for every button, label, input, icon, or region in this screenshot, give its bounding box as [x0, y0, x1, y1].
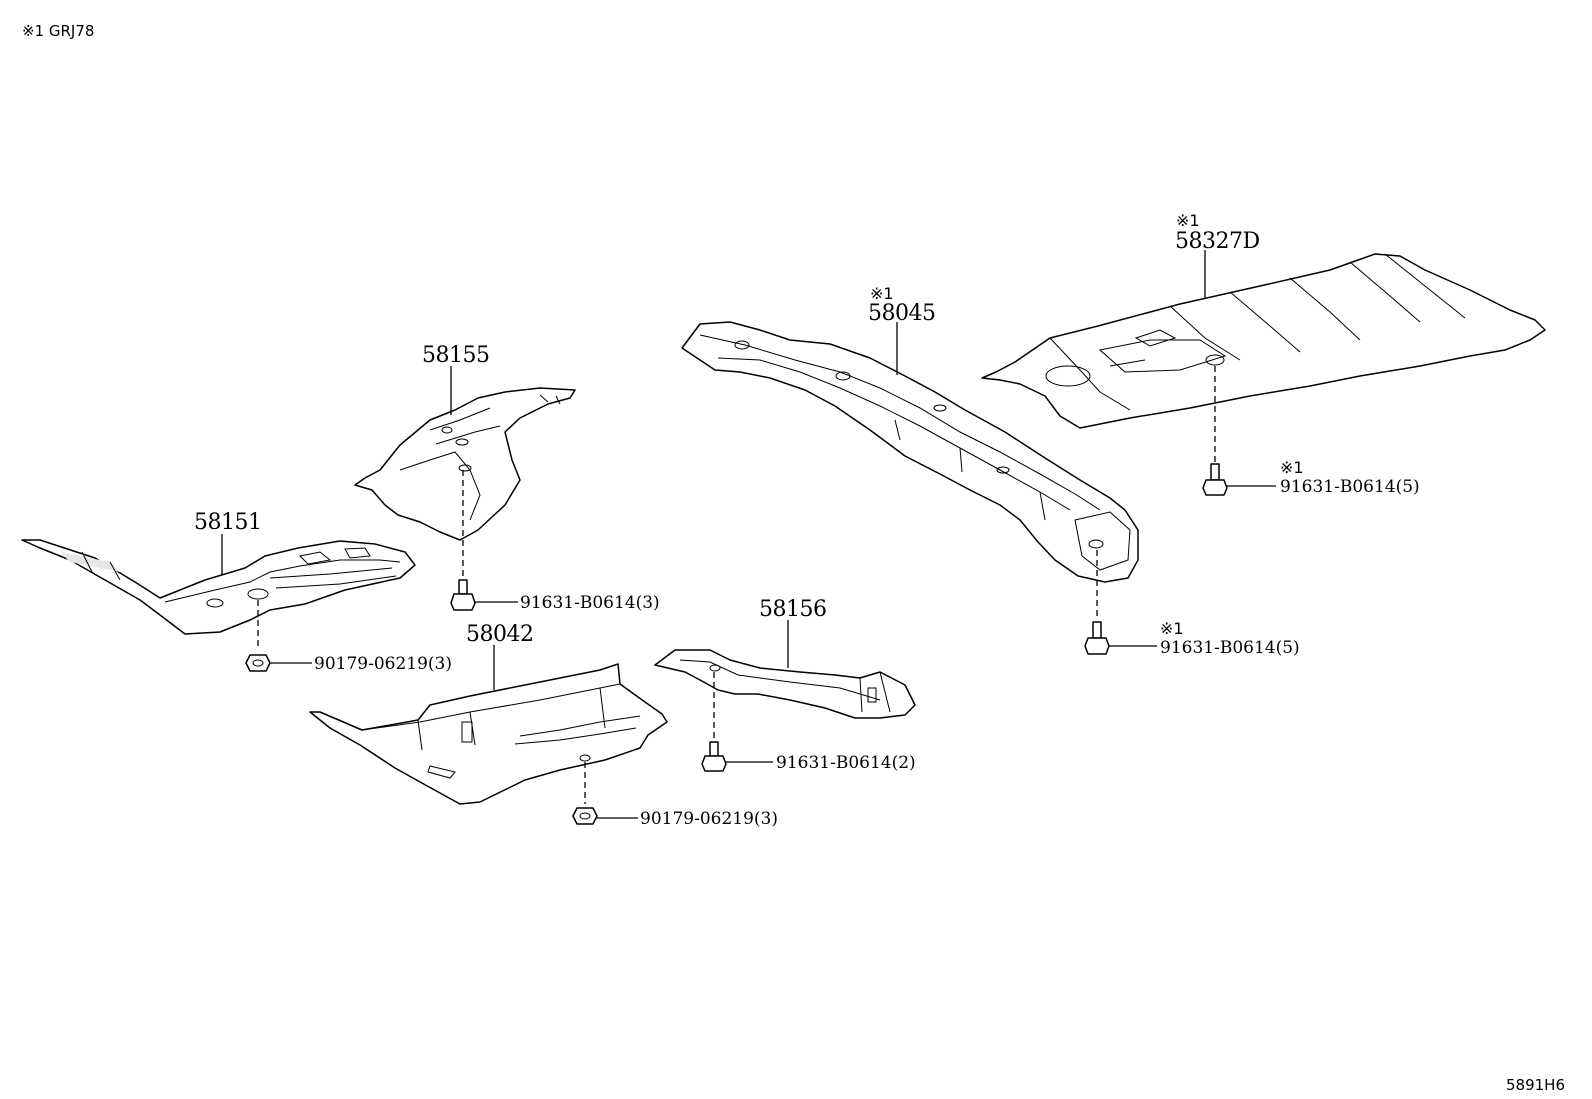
part-number-58156: 58156: [759, 597, 827, 622]
mark-58045: ※1: [870, 284, 894, 303]
fastener-label-91631-2: 91631-B0614(2): [776, 753, 916, 773]
part-58045-heat-insulator[interactable]: [681, 321, 1139, 583]
fastener-label-90179-b: 90179-06219(3): [640, 809, 778, 829]
part-58151-heat-insulator[interactable]: [21, 539, 416, 635]
fastener-label-91631-3: 91631-B0614(3): [520, 593, 660, 613]
part-58156-heat-insulator[interactable]: [654, 649, 916, 719]
part-number-58155: 58155: [422, 343, 490, 368]
part-number-58042: 58042: [466, 622, 534, 647]
bolt-icon: [1084, 621, 1110, 655]
fastener-label-91631-5-upper: 91631-B0614(5): [1280, 477, 1420, 497]
bolt-icon: [1202, 463, 1228, 496]
mark-fastener-lower: ※1: [1160, 619, 1184, 638]
nut-icon: [245, 654, 271, 672]
fastener-label-91631-5-lower: 91631-B0614(5): [1160, 638, 1300, 658]
part-number-58151: 58151: [194, 510, 262, 535]
part-number-58327d: 58327D: [1175, 229, 1260, 254]
diagram-code: 5891H6: [1506, 1076, 1565, 1094]
part-58327d-heat-insulator[interactable]: [981, 253, 1546, 429]
mark-fastener-upper: ※1: [1280, 458, 1304, 477]
part-58042-heat-insulator[interactable]: [309, 663, 668, 805]
bolt-icon: [701, 741, 727, 772]
fastener-label-90179-a: 90179-06219(3): [314, 654, 452, 674]
model-note: ※1 GRJ78: [22, 22, 94, 40]
nut-icon: [572, 807, 598, 825]
part-58155-heat-insulator[interactable]: [354, 387, 576, 541]
mark-58327d: ※1: [1176, 211, 1200, 230]
part-number-58045: 58045: [868, 301, 936, 326]
bolt-icon: [450, 579, 476, 611]
